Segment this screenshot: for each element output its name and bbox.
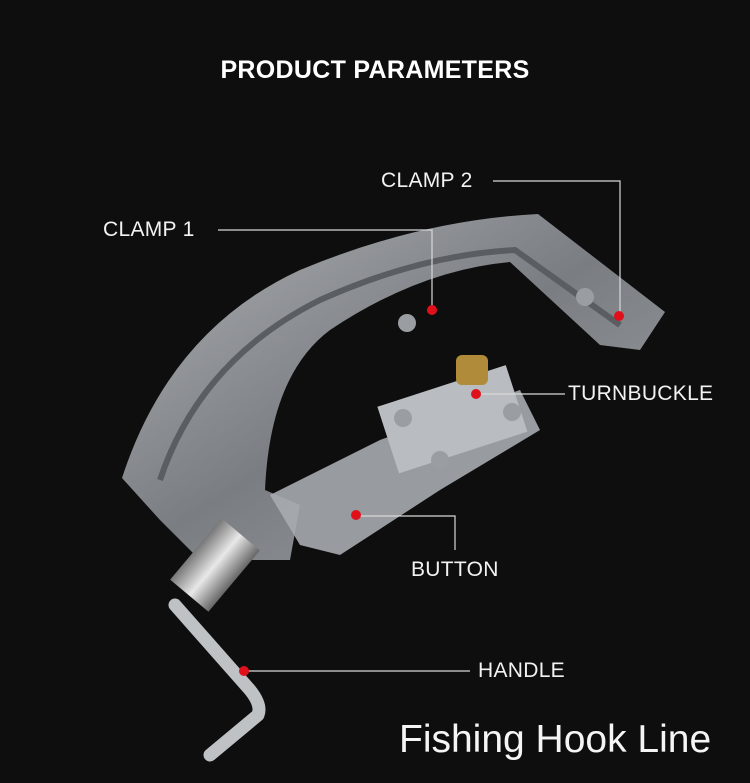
handle-marker xyxy=(239,666,249,676)
clamp1-marker xyxy=(427,305,437,315)
mount-block xyxy=(377,365,528,474)
page-title: PRODUCT PARAMETERS xyxy=(220,56,530,84)
handle-crank xyxy=(168,598,266,762)
clamp-plate xyxy=(122,214,665,560)
slot xyxy=(157,246,622,481)
button-marker xyxy=(351,510,361,520)
barrel xyxy=(170,518,260,612)
label-handle: HANDLE xyxy=(478,659,565,682)
turnbuckle-knob xyxy=(456,355,488,385)
label-button: BUTTON xyxy=(411,558,499,581)
turnbuckle-marker xyxy=(471,389,481,399)
label-turnbuckle: TURNBUCKLE xyxy=(568,382,714,405)
leader-lines xyxy=(218,180,621,672)
label-clamp-1: CLAMP 1 xyxy=(103,218,195,241)
clamp2-marker xyxy=(614,311,624,321)
caption: Fishing Hook Line xyxy=(399,718,712,761)
label-clamp-2: CLAMP 2 xyxy=(381,169,473,192)
